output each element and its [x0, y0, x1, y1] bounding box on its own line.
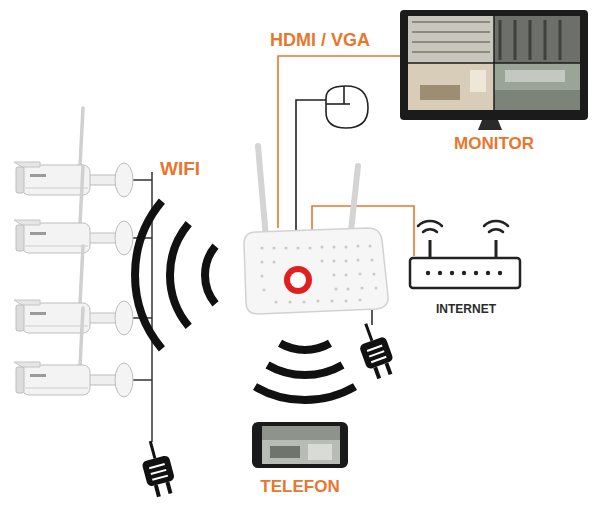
- cable-lines: [278, 56, 414, 256]
- phone-illustration: [252, 422, 348, 468]
- node-label: TELEFON: [232, 477, 368, 497]
- camera-icon: [14, 166, 152, 255]
- router-node: INTERNET: [408, 224, 524, 294]
- router-illustration: [410, 221, 520, 288]
- plug-icon: [137, 437, 179, 498]
- nvr-illustration: [244, 146, 388, 314]
- text-label: HDMI / VGA: [270, 30, 370, 51]
- camera-icon: [14, 308, 152, 397]
- plug-icon: [353, 319, 398, 381]
- monitor-node: MONITOR: [400, 10, 588, 132]
- node-label: INTERNET: [388, 302, 544, 316]
- wifi-waves: [255, 343, 355, 400]
- monitor-illustration: [400, 10, 588, 130]
- phone-node: TELEFON: [252, 422, 348, 468]
- wifi-waves: [135, 201, 215, 349]
- node-label: MONITOR: [380, 134, 594, 154]
- mouse-icon: [296, 86, 368, 230]
- text-label: WIFI: [160, 158, 200, 180]
